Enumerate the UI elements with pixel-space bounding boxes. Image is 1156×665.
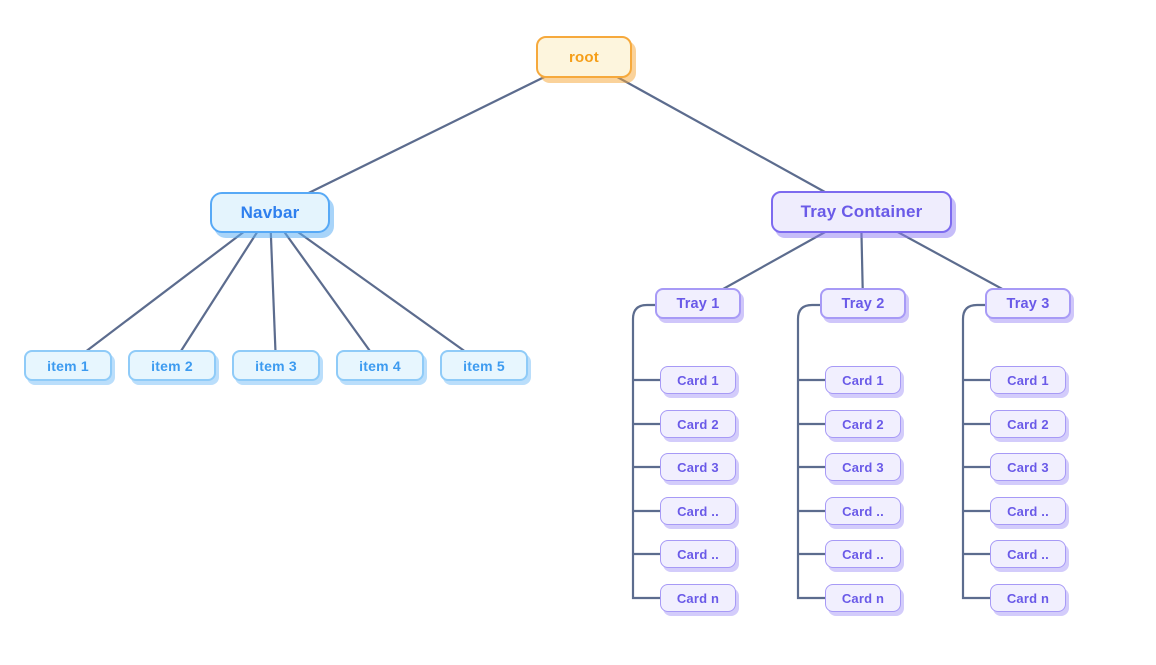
- node-card: Card 2: [825, 410, 901, 438]
- node-tray-1: Tray 1: [655, 288, 741, 319]
- node-tray-container: Tray Container: [771, 191, 952, 233]
- node-card: Card ..: [825, 540, 901, 568]
- edge-navbar-item: [269, 211, 381, 366]
- node-item-5: item 5: [440, 350, 528, 381]
- edge-root-tray-container: [582, 57, 862, 213]
- node-card: Card 3: [660, 453, 736, 481]
- tree-edges: [67, 57, 1029, 600]
- node-item-2: item 2: [128, 350, 216, 381]
- node-card: Card 3: [825, 453, 901, 481]
- edge-navbar-item: [171, 211, 271, 366]
- edge-tray-spine: [796, 303, 826, 600]
- edge-tray-spine: [961, 303, 991, 600]
- node-card: Card n: [660, 584, 736, 612]
- edge-root-navbar: [269, 57, 584, 213]
- node-item-4: item 4: [336, 350, 424, 381]
- node-card: Card 2: [660, 410, 736, 438]
- node-card: Card ..: [990, 540, 1066, 568]
- node-root: root: [536, 36, 632, 78]
- node-card: Card 1: [825, 366, 901, 394]
- node-card: Card 1: [990, 366, 1066, 394]
- node-tray-2: Tray 2: [820, 288, 906, 319]
- edge-navbar-item: [67, 211, 271, 366]
- node-card: Card ..: [660, 540, 736, 568]
- node-card: Card n: [990, 584, 1066, 612]
- node-card: Card ..: [825, 497, 901, 525]
- edge-navbar-item: [268, 211, 278, 366]
- edge-tray-spine: [631, 303, 661, 600]
- node-card: Card ..: [990, 497, 1066, 525]
- node-navbar: Navbar: [210, 192, 330, 233]
- node-card: Card n: [825, 584, 901, 612]
- node-card: Card 1: [660, 366, 736, 394]
- node-card: Card ..: [660, 497, 736, 525]
- node-item-3: item 3: [232, 350, 320, 381]
- node-card: Card 3: [990, 453, 1066, 481]
- node-card: Card 2: [990, 410, 1066, 438]
- node-tray-3: Tray 3: [985, 288, 1071, 319]
- node-item-1: item 1: [24, 350, 112, 381]
- edge-navbar-item: [269, 211, 485, 366]
